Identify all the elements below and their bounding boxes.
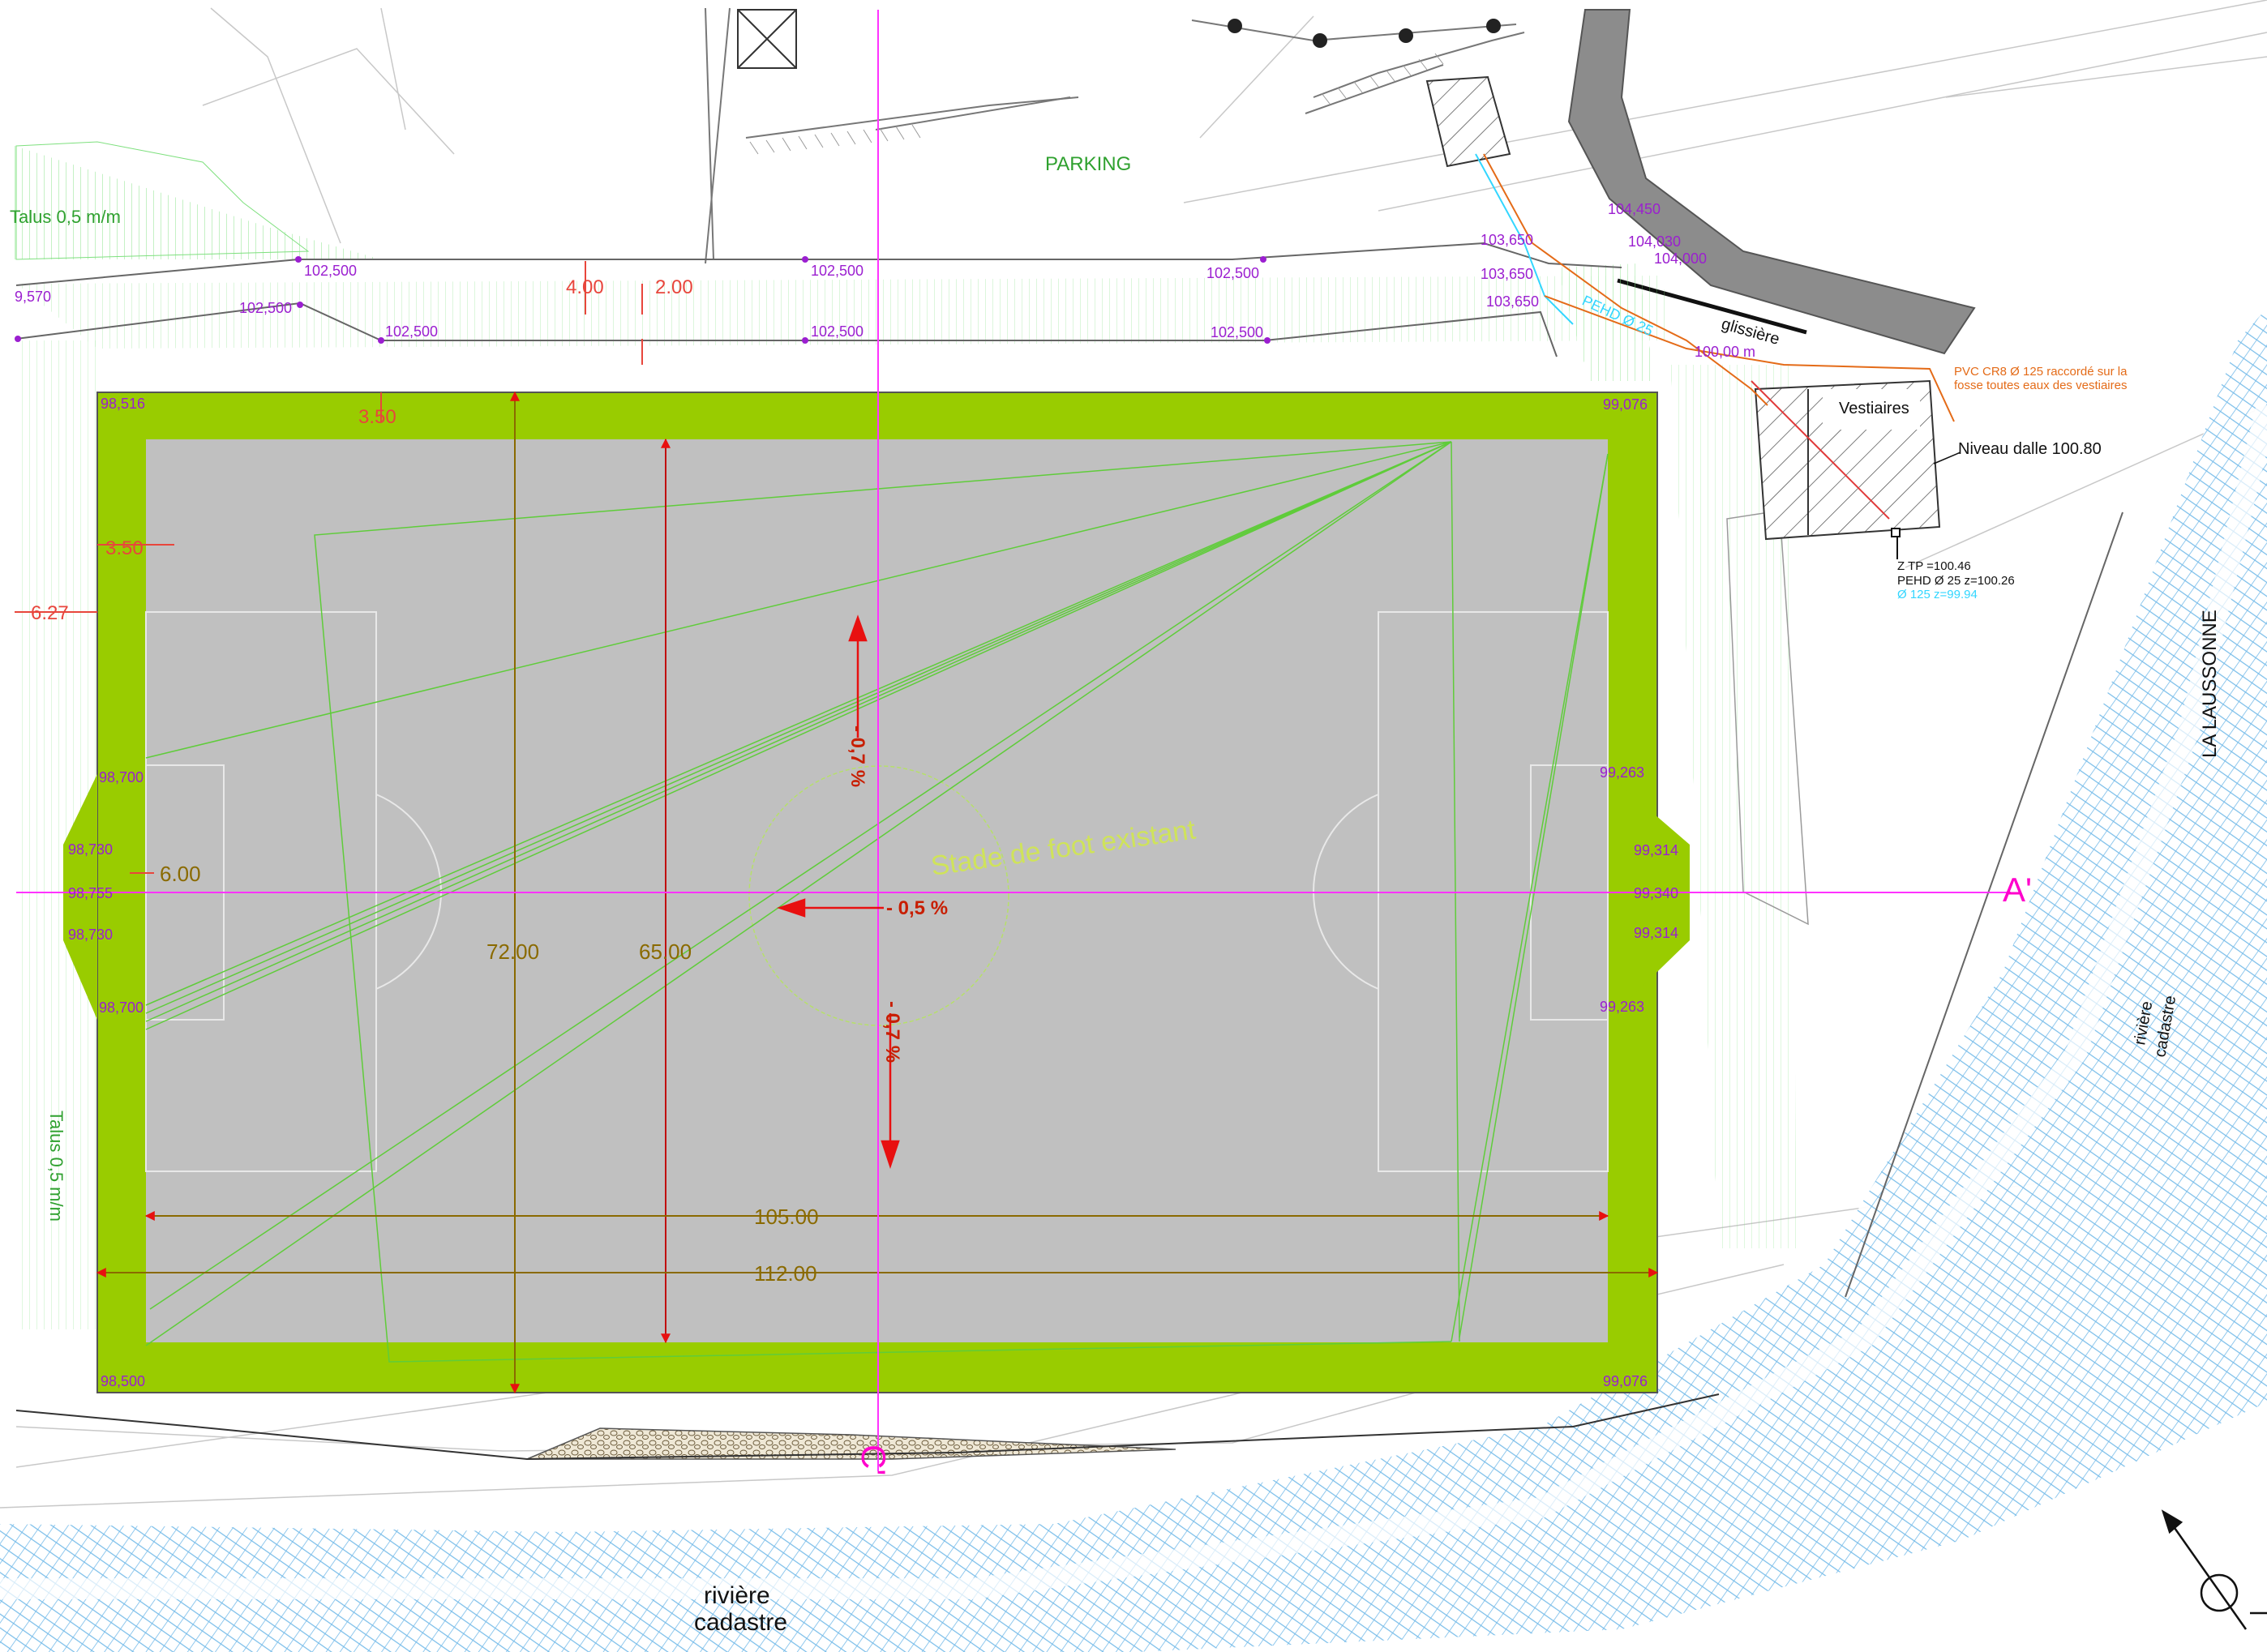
left-98730-b: 98,730 [68,927,113,943]
niveau-leader [1933,452,1961,464]
crossed-box-north [737,9,797,69]
riviere-bottom-1: rivière [704,1582,770,1609]
dim-4-00: 4.00 [566,276,604,298]
dim-105-00: 105.00 [754,1205,819,1229]
o125-label: Ø 125 z=99.94 [1897,588,1978,601]
elev-low-3: 102,500 [811,323,864,340]
left-98755: 98,755 [68,885,113,901]
talus-top [15,141,1809,1329]
north-arrow [2161,1509,2267,1630]
left-98700-b: 98,700 [99,999,144,1016]
niveau-dalle-label: Niveau dalle 100.80 [1958,440,2102,458]
drainage-lines [145,441,1609,1363]
corner-br: 99,076 [1603,1373,1648,1389]
pitch-surface [146,439,1608,1342]
left-98700-a: 98,700 [99,769,144,785]
parking-label: PARKING [1045,153,1131,175]
elev-103650-c: 103,650 [1486,293,1539,310]
vestiaires-label: Vestiaires [1839,400,1909,417]
slope-left: - 0,5 % [886,897,948,919]
property-line [1845,511,2123,1298]
right-99340: 99,340 [1634,885,1678,901]
gravel-strip [526,1427,1176,1460]
right-99263-a: 99,263 [1600,764,1644,781]
vestiaires-building [1754,379,1941,541]
parking-linework [705,7,1525,264]
elev-9570: 9,570 [15,289,51,305]
pvc-label-1: PVC CR8 Ø 125 raccordé sur la [1954,365,2128,379]
elev-low-1: 102,500 [239,300,292,316]
pipes [1475,153,1955,559]
slope-arrows [777,614,900,1169]
elev-top-3: 102,500 [1206,265,1259,281]
elev-104000: 104,000 [1654,250,1707,267]
pitch-bulge-right [1608,774,1690,1020]
section-axes [16,10,2011,1471]
platform-nodes [15,256,1271,344]
talus-left-label: Talus 0,5 m/m [46,1111,66,1222]
slope-up: - 0,7 % [846,725,868,787]
small-building [1425,75,1511,168]
dim-3-50-top: 3.50 [358,406,396,428]
pitch-bulge-left [63,774,97,1020]
dim-72-00: 72.00 [486,939,539,964]
dim-3-50-left: 3.50 [105,537,144,559]
river-inner-bank [0,402,2267,1599]
elev-low-2: 102,500 [385,323,438,340]
riviere-bottom-2: cadastre [694,1609,787,1636]
bottom-edge [15,1393,1720,1461]
elev-low-4: 102,500 [1211,324,1263,340]
elev-top-2: 102,500 [811,263,864,279]
pvc-label-2: fosse toutes eaux des vestiaires [1954,379,2127,392]
corner-bl: 98,500 [101,1373,145,1389]
dim-2-00: 2.00 [655,276,693,298]
level-100-label: 100,00 m [1695,344,1755,360]
dim-112-00: 112.00 [754,1261,817,1286]
left-98730-a: 98,730 [68,841,113,858]
access-road [1567,9,1976,355]
elev-103650-b: 103,650 [1481,266,1533,282]
parking-hatch [749,53,1444,155]
right-99314-b: 99,314 [1634,925,1678,941]
corner-tr: 99,076 [1603,396,1648,413]
elev-104450: 104,450 [1608,201,1661,217]
dim-65-00: 65.00 [639,939,692,964]
talus-top-label: Talus 0,5 m/m [10,207,121,227]
right-99263-b: 99,263 [1600,999,1644,1015]
section-a-label: A' [2003,871,2032,909]
right-99314-a: 99,314 [1634,842,1678,858]
pehd-z-label: PEHD Ø 25 z=100.26 [1897,574,2015,588]
elev-103650-a: 103,650 [1481,232,1533,248]
elev-104030: 104,030 [1628,233,1681,250]
dim-6-00: 6.00 [160,862,201,886]
elev-top-1: 102,500 [304,263,357,279]
corner-tl: 98,516 [101,396,145,412]
laussonne-label: LA LAUSSONNE [2199,610,2221,758]
ztp-label: Z TP =100.46 [1897,559,1971,573]
dim-6-27: 6.27 [31,602,69,624]
section-c-label: C' [855,1444,893,1475]
slope-down: - 0,7 % [881,1001,903,1063]
lamp-posts [1228,19,1501,48]
